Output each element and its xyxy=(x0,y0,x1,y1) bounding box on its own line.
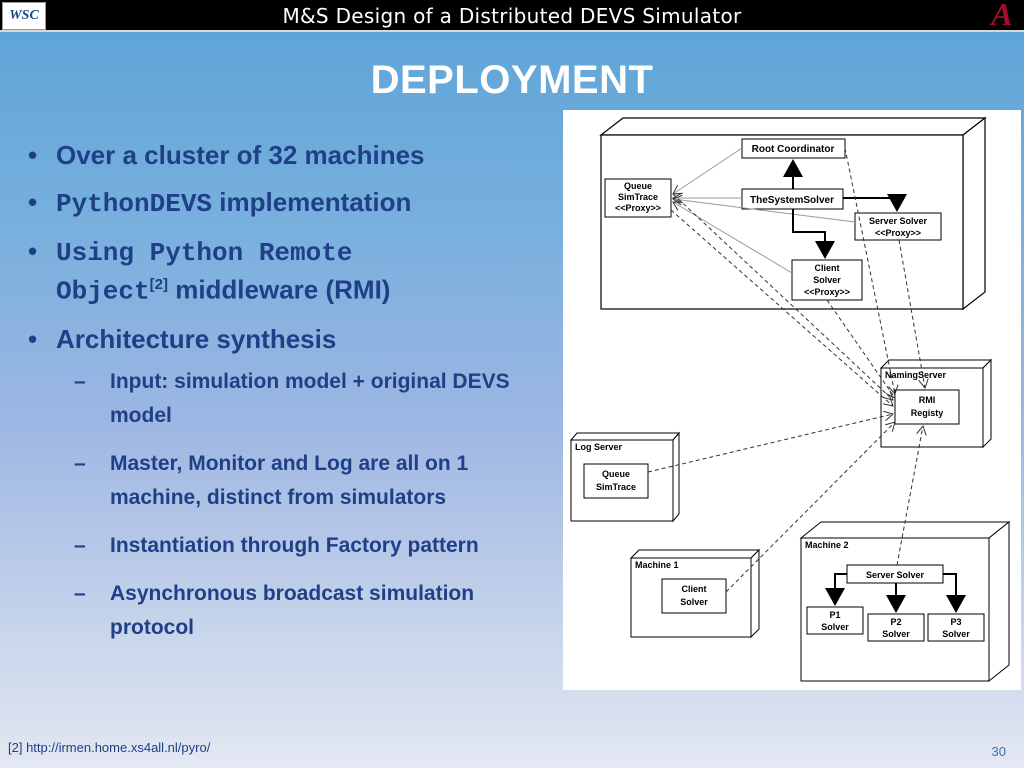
svg-text:Machine 1: Machine 1 xyxy=(635,560,679,570)
alabama-logo: A xyxy=(991,0,1013,32)
title-bar: WSC M&S Design of a Distributed DEVS Sim… xyxy=(0,0,1024,32)
machine1-node: Machine 1 Client Solver xyxy=(629,548,761,639)
svg-text:Solver: Solver xyxy=(942,629,970,639)
sub-bullet-list: –Input: simulation model + original DEVS… xyxy=(28,365,558,645)
svg-text:RMI: RMI xyxy=(919,395,936,405)
queue-simtrace-proxy-box: Queue SimTrace <<Proxy>> xyxy=(604,178,672,218)
svg-text:SimTrace: SimTrace xyxy=(596,482,636,492)
trace-arrows xyxy=(673,147,856,274)
svg-text:SimTrace: SimTrace xyxy=(618,192,658,202)
svg-text:Queue: Queue xyxy=(602,469,630,479)
bullet-cluster: • Over a cluster of 32 machines xyxy=(28,140,425,170)
svg-text:Client: Client xyxy=(681,584,706,594)
svg-text:Log Server: Log Server xyxy=(575,442,623,452)
bullet-dot: • xyxy=(28,140,38,170)
svg-text:Machine 2: Machine 2 xyxy=(805,540,849,550)
slide-heading: DEPLOYMENT xyxy=(370,58,654,102)
svg-text:Solver: Solver xyxy=(680,597,708,607)
page-number: 30 xyxy=(991,744,1006,759)
svg-text:Root Coordinator: Root Coordinator xyxy=(752,144,835,155)
svg-text:<<Proxy>>: <<Proxy>> xyxy=(615,203,661,213)
svg-text:NamingServer: NamingServer xyxy=(885,370,947,380)
log-server-node: Log Server Queue SimTrace xyxy=(569,431,681,523)
sub-bullet-input: –Input: simulation model + original DEVS… xyxy=(74,369,510,427)
rmi-lookup-arrows xyxy=(647,147,925,593)
deployment-diagram-svg: Root Coordinator TheSystemSolver Queue S… xyxy=(569,116,1011,683)
sub-bullet-master: –Master, Monitor and Log are all on 1 ma… xyxy=(74,451,469,509)
svg-text:P2: P2 xyxy=(890,617,901,627)
svg-text:P3: P3 xyxy=(950,617,961,627)
bullet-dot: • xyxy=(28,236,38,266)
svg-text:Client: Client xyxy=(814,263,839,273)
bullet-dot: • xyxy=(28,187,38,217)
reference-marker: [2] xyxy=(149,276,168,293)
client-solver-proxy-box: Client Solver <<Proxy>> xyxy=(791,259,863,301)
svg-text:Solver: Solver xyxy=(821,622,849,632)
sub-bullet-factory: –Instantiation through Factory pattern xyxy=(74,533,479,557)
svg-text:Registy: Registy xyxy=(911,408,944,418)
deployment-diagram: Root Coordinator TheSystemSolver Queue S… xyxy=(563,110,1021,690)
system-solver-box: TheSystemSolver xyxy=(741,188,844,210)
svg-text:P1: P1 xyxy=(829,610,840,620)
svg-text:Server Solver: Server Solver xyxy=(869,216,928,226)
svg-text:Queue: Queue xyxy=(624,181,652,191)
svg-text:<<Proxy>>: <<Proxy>> xyxy=(804,287,850,297)
svg-text:Solver: Solver xyxy=(882,629,910,639)
bullet-pyro: • Using Python Remote Object[2] middlewa… xyxy=(28,236,391,307)
root-coordinator-box: Root Coordinator xyxy=(741,138,846,159)
bullet-architecture: • Architecture synthesis xyxy=(28,323,337,354)
server-solver-proxy-box: Server Solver <<Proxy>> xyxy=(854,212,942,241)
naming-server-node: NamingServer RMI Registy xyxy=(879,358,993,449)
machine2-node: Machine 2 Server Solver P1 Solver P2 Sol… xyxy=(799,520,1011,683)
bullet-dot: • xyxy=(28,323,38,354)
bullet-list: • Over a cluster of 32 machines • Python… xyxy=(28,140,558,659)
svg-text:<<Proxy>>: <<Proxy>> xyxy=(875,228,921,238)
svg-text:TheSystemSolver: TheSystemSolver xyxy=(750,195,834,206)
solver-links xyxy=(783,159,907,259)
svg-text:Server Solver: Server Solver xyxy=(866,570,925,580)
bullet-pythondevs: • PythonDEVS implementation xyxy=(28,187,412,219)
reference-footnote: [2] http://irmen.home.xs4all.nl/pyro/ xyxy=(8,740,211,755)
svg-text:Solver: Solver xyxy=(813,275,841,285)
wsc-logo: WSC xyxy=(2,2,46,30)
presentation-title: M&S Design of a Distributed DEVS Simulat… xyxy=(282,4,742,28)
sub-bullet-protocol: –Asynchronous broadcast simulation proto… xyxy=(74,581,475,639)
